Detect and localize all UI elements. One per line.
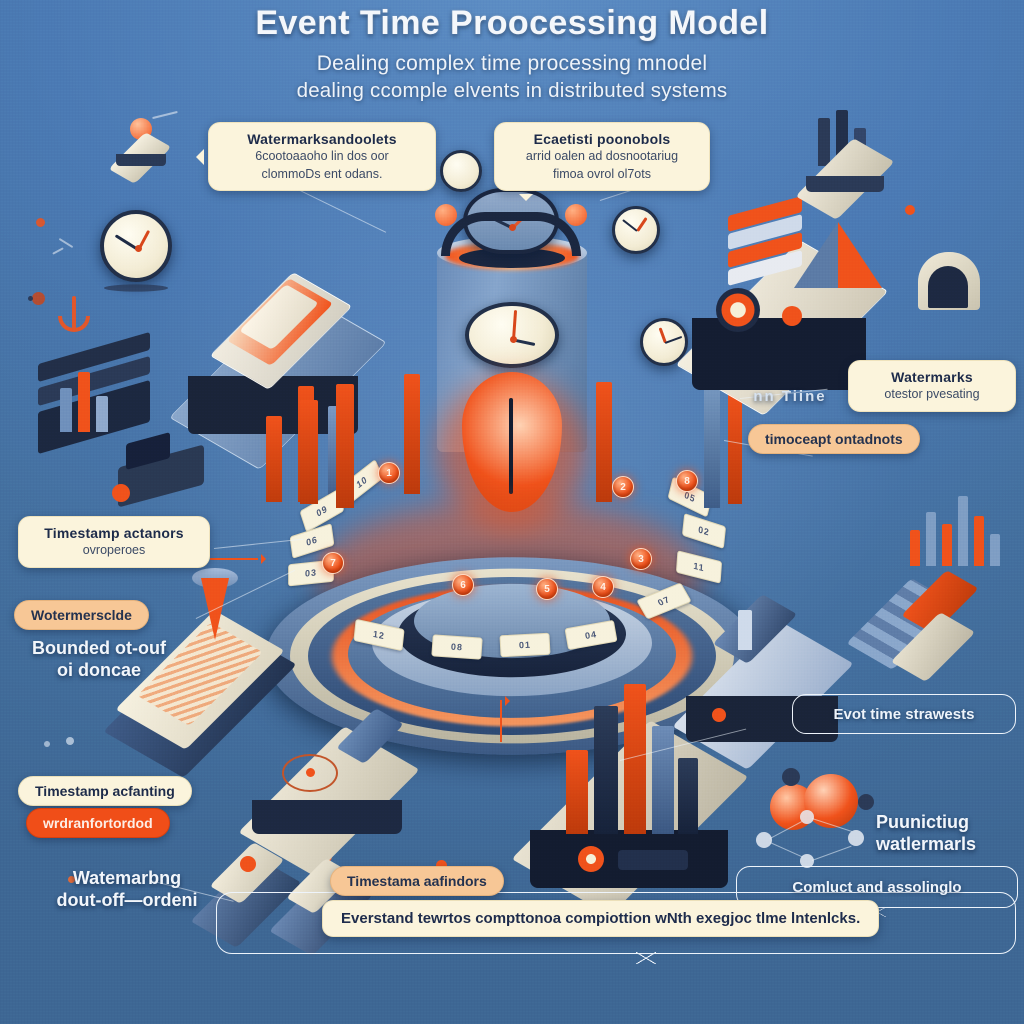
bar-chart-right — [906, 486, 1024, 572]
outline-event-time-strategies[interactable]: Evot time strawests — [792, 694, 1016, 734]
callout-heading: Watermarksandoolets — [247, 131, 397, 147]
dial-chip: 08 — [431, 634, 483, 660]
label-line-1: nn Tiine — [753, 388, 827, 405]
event-node[interactable]: 2 — [612, 476, 634, 498]
banner-frame-tail — [636, 952, 656, 964]
small-clock-mid-right — [640, 318, 692, 370]
callout-heading: Watermarks — [891, 369, 973, 385]
label-line-2: oi doncae — [56, 659, 141, 680]
callout-body-line-1: arrid oalen ad dosnootariug — [525, 149, 679, 163]
label-punctuating-watermarks: Puunictiug watlermarls — [876, 812, 1024, 855]
label-watermarking-out-of-order: Watemarbng dout-off—ordeni — [34, 868, 220, 911]
label-line-1: Bounded ot-ouf — [32, 638, 166, 658]
small-clock-upper-mid — [612, 206, 664, 258]
event-node[interactable]: 1 — [378, 462, 400, 484]
pill-window-forwarded[interactable]: wrdranfortordod — [26, 808, 170, 838]
label-line-1: Puunictiug — [876, 812, 969, 832]
callout-body-line-2: fimoa ovrol ol7ots — [553, 166, 651, 181]
arch-ornament-right — [918, 242, 988, 314]
bottom-summary-banner[interactable]: Everstand tewrtos compttonoa compiottion… — [322, 900, 880, 937]
callout-event-protocols[interactable]: Ecaetisti poonobols arrid oalen ad dosno… — [494, 122, 710, 202]
tower-clock-face — [465, 302, 559, 368]
network-graph-bottom-right — [756, 808, 896, 878]
label-line-1: Watemarbng — [72, 868, 182, 888]
label-line-2: watlermarls — [876, 833, 977, 854]
callout-body-line-1: 6cootoaaoho lin dos oor — [255, 149, 389, 163]
pendulum-teardrop — [438, 372, 586, 530]
callout-body-line-2: clommoDs ent odans. — [261, 166, 383, 181]
pill-timestamp-adjusting[interactable]: Timestamp acfanting — [18, 776, 192, 806]
twin-machines-bottom-left — [190, 830, 422, 960]
shield-badge-icon — [716, 288, 760, 332]
label-time-axis: nn Tiine — [742, 388, 838, 406]
flow-arrow-center — [500, 696, 510, 742]
callout-watermarks-windows[interactable]: Watermarksandoolets 6cootoaaoho lin dos … — [196, 122, 436, 192]
beacon-top-left — [108, 118, 178, 184]
callout-body-line-1: otestor pvesating — [884, 387, 980, 401]
event-node[interactable]: 5 — [536, 578, 558, 600]
subtitle-line-1: Dealing complex time processing mnodel — [316, 52, 708, 75]
molecule-cluster-right — [770, 760, 900, 850]
callout-heading: Timestamp actanors — [44, 525, 184, 541]
event-node[interactable]: 6 — [452, 574, 474, 596]
banner-frame — [216, 892, 1016, 954]
event-node[interactable]: 4 — [592, 576, 614, 598]
machine-block-right-mid — [672, 594, 902, 770]
callout-watermarks-right[interactable]: Watermarks otestor pvesating — [848, 360, 1016, 412]
label-line-2: dout-off—ordeni — [56, 889, 198, 910]
page-title: Event Time Proocessing Model — [255, 4, 769, 42]
title-block: Event Time Proocessing Model Dealing com… — [0, 4, 1024, 103]
gauge-top-mid — [440, 150, 486, 196]
server-stack-left — [26, 330, 162, 460]
event-node[interactable]: 3 — [630, 548, 652, 570]
city-block-bottom-center — [506, 640, 786, 916]
pill-timestamp-windows[interactable]: Timestama aafindors — [330, 866, 504, 896]
machine-left-mid — [110, 418, 230, 518]
event-node[interactable]: 8 — [676, 470, 698, 492]
label-bounded-out-of-order: Bounded ot-ouf oi doncae — [6, 638, 192, 681]
disc-machine-bottom-left — [236, 708, 466, 876]
power-button-icon[interactable] — [578, 846, 604, 872]
clock-base — [104, 284, 168, 292]
podium-bar-chart-top-right — [795, 110, 920, 220]
callout-timestamp-allocators[interactable]: Timestamp actanors ovroperoes — [18, 516, 210, 568]
callout-heading: Ecaetisti poonobols — [533, 131, 671, 147]
pill-timestamp-annotations[interactable]: timoceapt ontadnots — [748, 424, 920, 454]
event-node[interactable]: 7 — [322, 552, 344, 574]
wall-clock-large — [100, 210, 172, 282]
callout-body-line-1: ovroperoes — [82, 543, 146, 557]
platform-right-server — [675, 196, 916, 416]
subtitle-line-2: dealing ccomple elvents in distributed s… — [296, 78, 728, 102]
flow-arrow-left — [210, 554, 266, 564]
pill-watermarks-side[interactable]: Wotermersclde — [14, 600, 149, 630]
